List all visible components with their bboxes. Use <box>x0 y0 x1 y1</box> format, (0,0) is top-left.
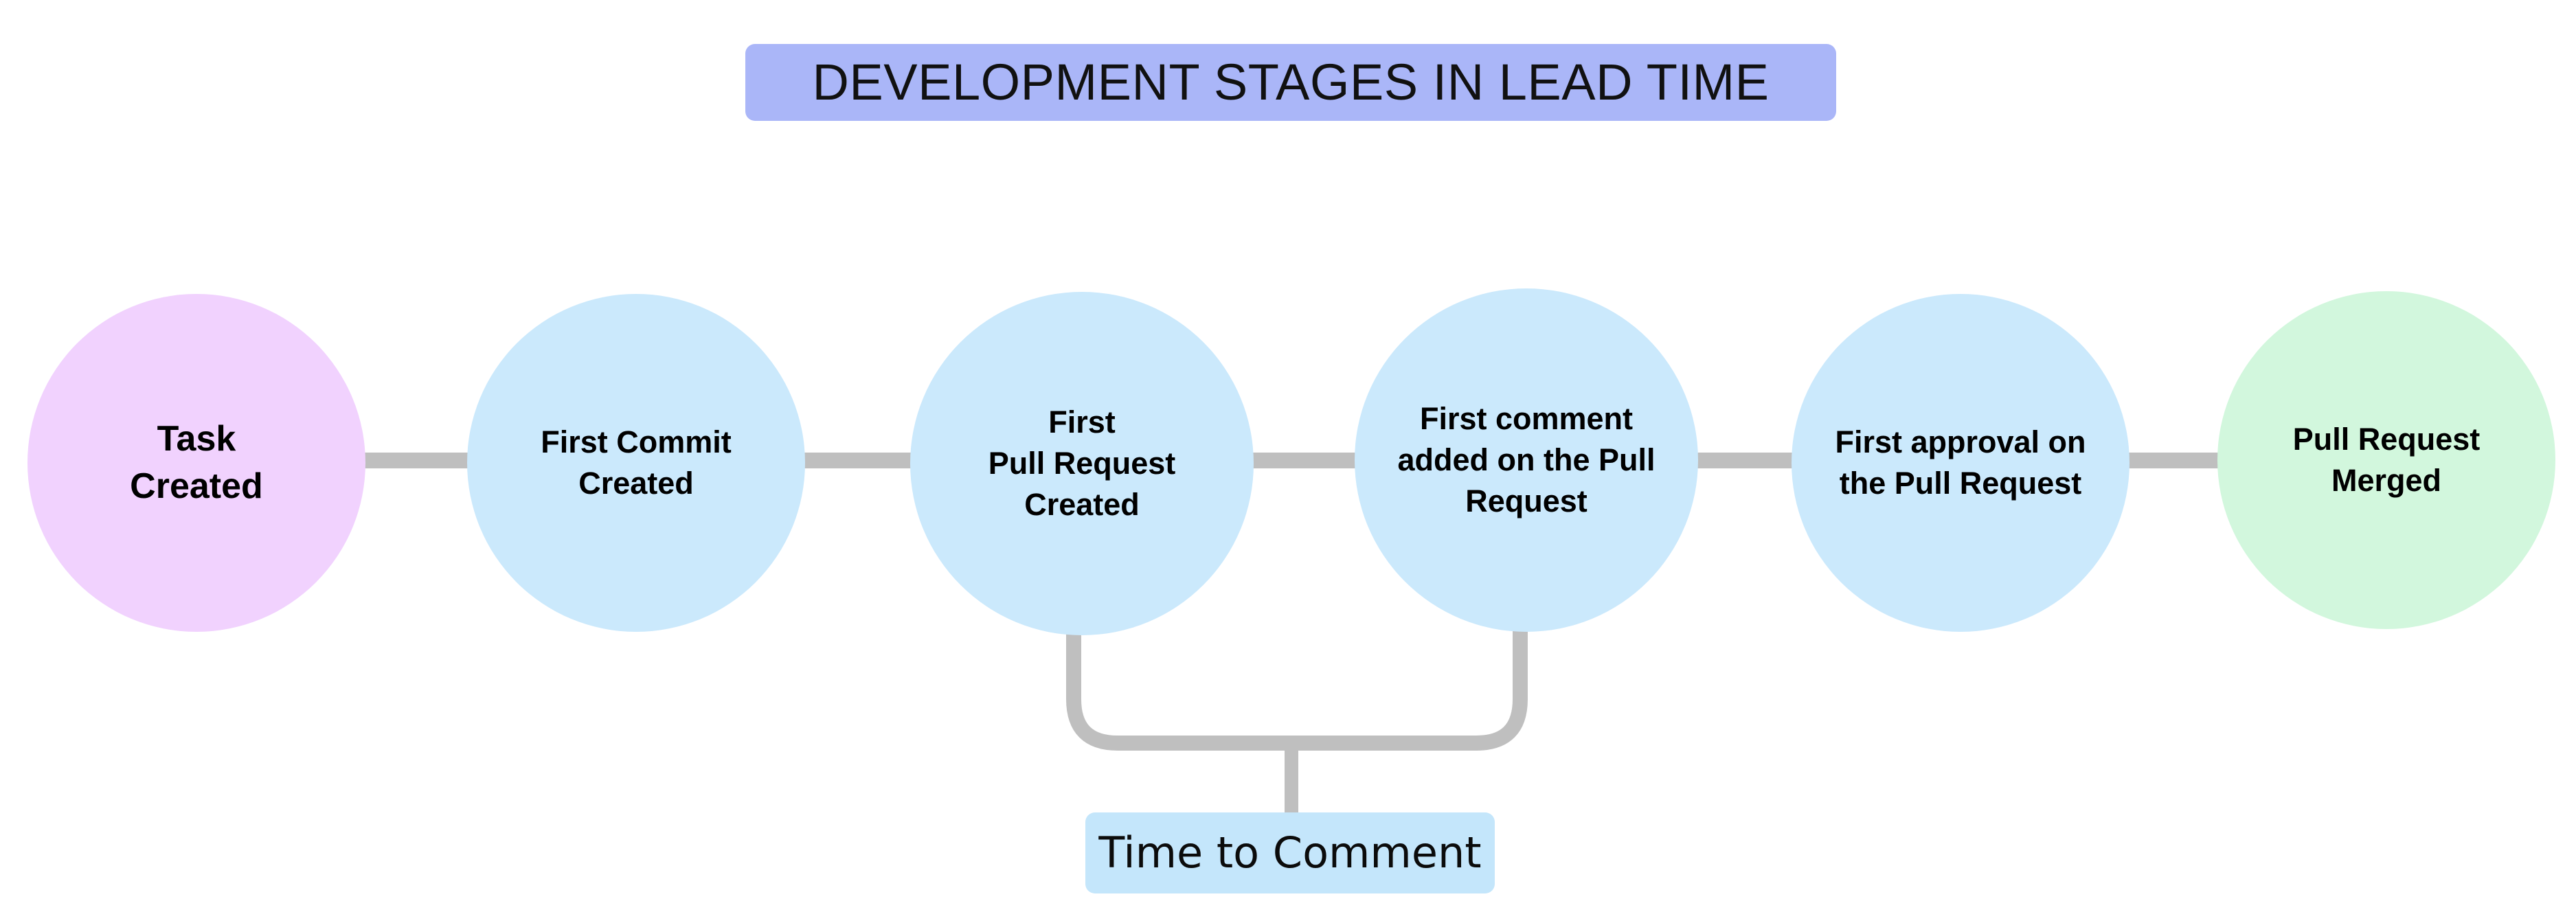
page-title: DEVELOPMENT STAGES IN LEAD TIME <box>812 54 1770 111</box>
connector-first-approval-to-pull-request-merged <box>2124 453 2223 468</box>
bracket-path <box>1066 626 1528 751</box>
stage-label: Pull Request Merged <box>2292 422 2481 498</box>
connector-task-created-to-first-commit-created <box>360 453 473 468</box>
connector-first-comment-added-to-first-approval <box>1693 453 1797 468</box>
stage-label: First comment added on the Pull Request <box>1397 401 1656 519</box>
stage-node-first-approval-on-the-pull-request[interactable]: First approval on the Pull Request <box>1792 294 2129 632</box>
stage-label: Task Created <box>130 418 263 506</box>
metric-chip-label: Time to Comment <box>1098 828 1482 878</box>
stage-node-first-pull-request-created[interactable]: First Pull Request Created <box>910 292 1254 635</box>
stage-node-first-commit-created[interactable]: First Commit Created <box>467 294 805 632</box>
stage-node-task-created[interactable]: Task Created <box>27 294 365 632</box>
connector-first-pull-request-created-to-first-comment-added <box>1247 453 1362 468</box>
diagram-title-banner: DEVELOPMENT STAGES IN LEAD TIME <box>745 44 1836 121</box>
stage-label: First Commit Created <box>541 424 732 501</box>
metric-chip-time-to-comment[interactable]: Time to Comment <box>1085 812 1495 893</box>
stage-node-pull-request-merged[interactable]: Pull Request Merged <box>2217 291 2555 629</box>
stage-label: First Pull Request Created <box>988 404 1176 522</box>
stage-label: First approval on the Pull Request <box>1835 424 2086 501</box>
connector-first-commit-created-to-first-pull-request-created <box>800 453 916 468</box>
stage-node-first-comment-added-on-the-pull-request[interactable]: First comment added on the Pull Request <box>1355 288 1698 632</box>
